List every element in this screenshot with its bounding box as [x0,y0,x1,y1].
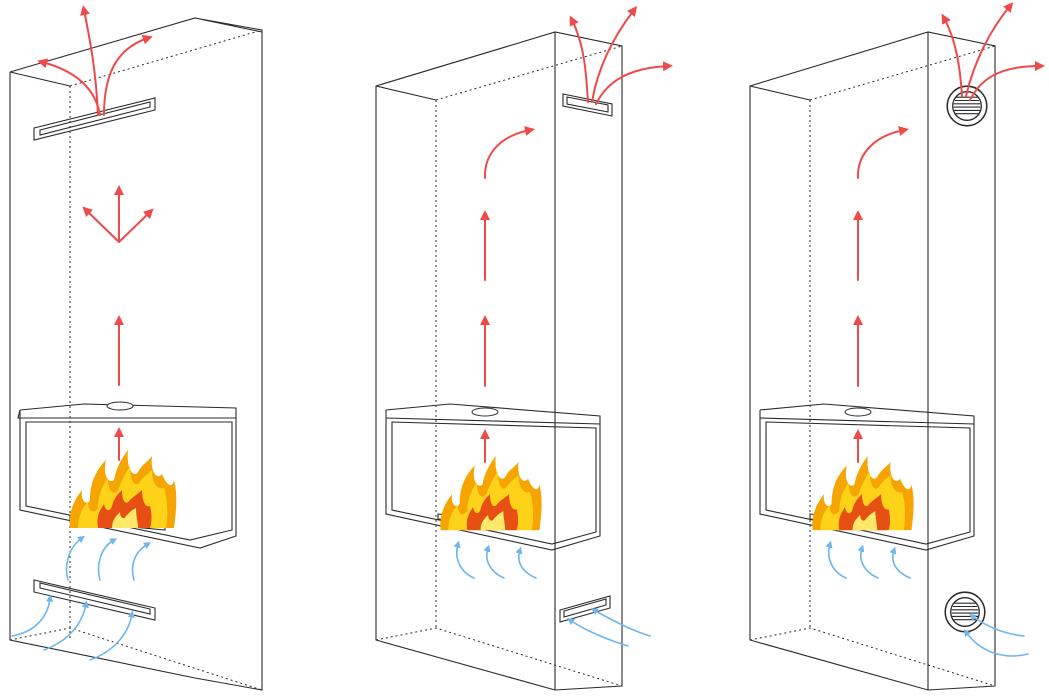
panel-2-hot-air-arrows [480,6,673,463]
panel-2-cold-air-arrows [453,540,651,647]
panel-1-cold-arrow-icon [97,538,118,581]
panel-2-hot-arrow-icon [569,15,589,103]
panel-2-hot-arrow-icon [595,61,673,105]
panel-1-hot-arrow-icon [82,206,120,243]
panel-3-hot-arrow-icon [969,61,1045,101]
panel-3-side-round-vents [749,2,1045,691]
panel-2-side-slot-vents [375,6,673,691]
panel-1-cold-arrow-icon [89,610,135,661]
panel-1-bottom-slot-grille [33,579,156,621]
panel-3-cold-arrow-icon [889,546,911,579]
panel-2-hot-arrow-icon [483,126,535,179]
panel-2-cold-arrow-icon [590,608,651,637]
panel-2-flame-icon [440,456,542,531]
panel-1-cold-arrow-icon [65,535,85,581]
panel-3-flame-icon [812,456,914,531]
panel-2-hot-arrow-icon [591,6,638,103]
panel-1-hot-arrow-icon [103,34,153,116]
panel-1-cold-arrow-icon [43,600,89,651]
panel-2-top-slot-grille [562,93,613,117]
panel-3-cold-arrow-icon [825,540,847,579]
panel-1-front-slot-vents [9,5,263,691]
panel-1-housing-outline [9,17,263,691]
panel-3-firebox [759,403,975,551]
panel-3-housing-outline [749,31,996,691]
panel-1-hot-arrow-icon [37,58,101,116]
panel-1-cold-arrow-icon [131,542,152,581]
panel-1-cold-arrow-icon [11,594,54,637]
panel-1-hot-arrow-icon [118,208,154,243]
panel-2-firebox [385,403,601,551]
panel-3-cold-arrow-icon [969,613,1025,637]
panel-3-cold-air-arrows [825,540,1029,657]
panel-3-hot-arrow-icon [965,2,1014,97]
panel-2-cold-arrow-icon [453,540,475,579]
panel-1-hot-air-arrows [37,5,154,461]
panel-2-cold-arrow-icon [483,544,505,579]
panel-2-cold-arrow-icon [567,617,629,647]
panel-3-cold-arrow-icon [963,629,1029,657]
panel-1-flame-icon [69,450,177,528]
panel-1-cold-air-arrows [11,535,152,661]
panel-3-hot-arrow-icon [941,13,963,97]
panel-1-hot-arrow-icon [80,5,99,116]
panel-3-cold-arrow-icon [857,544,879,579]
panel-2-bottom-slot-grille [559,595,611,623]
panel-1-top-slot-grille [33,97,156,141]
panel-3-hot-arrow-icon [856,126,909,179]
panel-2-housing-outline [375,31,623,691]
panel-3-bottom-round-grille-icon [944,591,986,633]
panel-2-cold-arrow-icon [515,546,537,579]
panel-3-hot-air-arrows [853,2,1045,463]
